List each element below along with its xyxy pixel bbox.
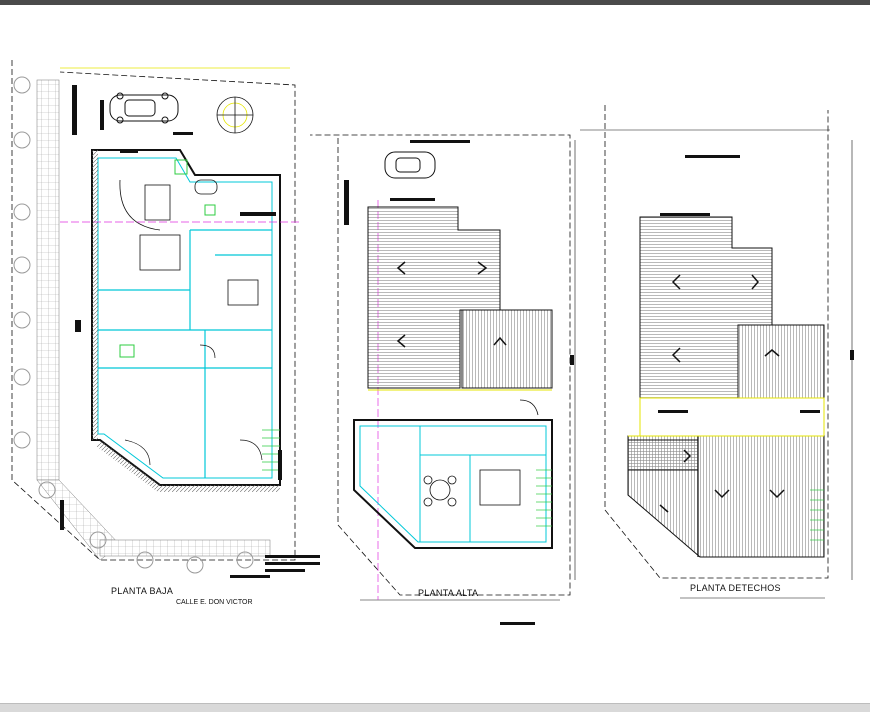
sidewalk-strip xyxy=(36,79,60,481)
planta-baja-label: PLANTA BAJA xyxy=(111,586,174,596)
street-trees xyxy=(13,76,254,574)
street-name-label: CALLE E. DON VICTOR xyxy=(176,599,253,606)
planta-techos-plan xyxy=(580,105,854,599)
ground-floor-walls xyxy=(91,149,281,486)
car-symbol xyxy=(109,92,179,124)
planta-baja-plan xyxy=(11,60,320,578)
north-arrow-symbol xyxy=(216,96,254,134)
planta-alta-plan xyxy=(310,134,576,625)
window-top-border xyxy=(0,0,870,5)
planta-techos-label: PLANTA DETECHOS xyxy=(690,583,781,593)
planta-alta-label: PLANTA ALTA xyxy=(418,588,479,598)
window-bottom-bar xyxy=(0,703,870,712)
